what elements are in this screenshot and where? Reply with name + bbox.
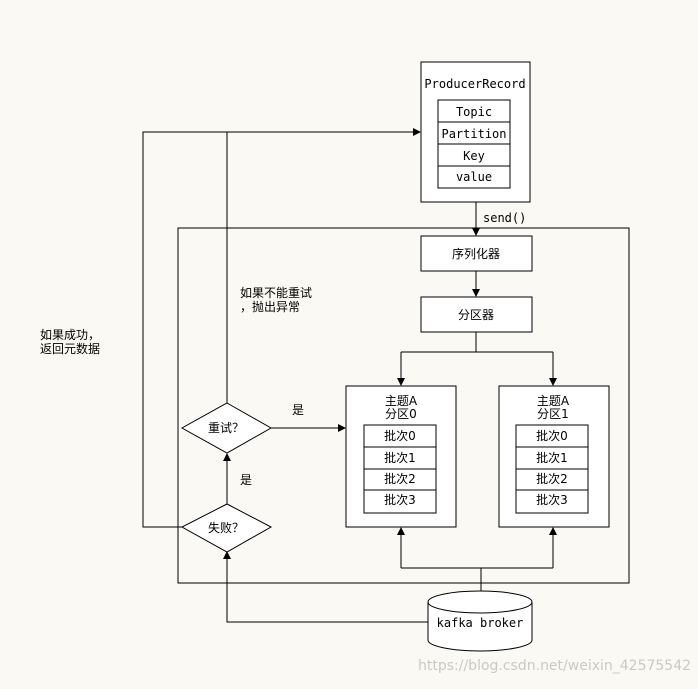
- batch-item: 批次2: [536, 471, 568, 486]
- batch-item: 批次1: [536, 450, 568, 465]
- retry-decision-diamond: [180, 402, 273, 454]
- producer-container: [177, 227, 630, 584]
- cannot-retry-text-1: 如果不能重试: [240, 285, 312, 300]
- producer-record-title: ProducerRecord: [424, 77, 525, 91]
- success-text-1: 如果成功，: [40, 327, 100, 342]
- serializer-label: 序列化器: [452, 246, 500, 261]
- success-return-arrow: [142, 128, 421, 528]
- send-label: send(): [483, 211, 526, 225]
- yes-label-retry: 是: [292, 403, 304, 417]
- partitioner-box: [420, 296, 533, 333]
- yes-label-fail: 是: [240, 473, 252, 487]
- fail-label: 失败？: [208, 520, 244, 535]
- batch-item: 批次3: [536, 492, 568, 507]
- partitioner-label: 分区器: [458, 308, 494, 322]
- producer-record-box: ProducerRecord Topic Partition Key value: [420, 61, 531, 203]
- partition-topic: 主题A: [537, 394, 570, 408]
- field-topic: Topic: [456, 105, 492, 119]
- partition-name: 分区1: [537, 407, 569, 421]
- batch-item: 批次3: [384, 492, 416, 507]
- kafka-broker-cylinder: kafka broker: [427, 590, 533, 652]
- batch-item: 批次0: [536, 428, 568, 443]
- success-text-2: 返回元数据: [40, 341, 100, 356]
- broker-to-fail-arrow: [223, 551, 428, 623]
- partition-box-1: 主题A 分区1 批次0 批次1 批次2 批次3: [498, 385, 610, 528]
- partition-name: 分区0: [385, 407, 417, 421]
- batch-item: 批次0: [384, 428, 416, 443]
- partition-box-0: 主题A 分区0 批次0 批次1 批次2 批次3: [345, 385, 457, 528]
- partition-topic: 主题A: [385, 394, 418, 408]
- partitioner-split-arrows: [397, 332, 557, 386]
- cannot-retry-text-2: ，抛出异常: [240, 299, 300, 314]
- field-key: Key: [463, 149, 485, 163]
- watermark: https://blog.csdn.net/weixin_42575542: [418, 658, 692, 674]
- field-value: value: [456, 170, 492, 184]
- broker-to-partitions-arrows: [397, 527, 557, 593]
- serializer-box: [420, 235, 533, 272]
- batch-item: 批次1: [384, 450, 416, 465]
- broker-label: kafka broker: [437, 616, 524, 630]
- batch-item: 批次2: [384, 471, 416, 486]
- field-partition: Partition: [441, 127, 506, 141]
- retry-label: 重试？: [208, 420, 244, 435]
- fail-decision-diamond: [180, 503, 273, 553]
